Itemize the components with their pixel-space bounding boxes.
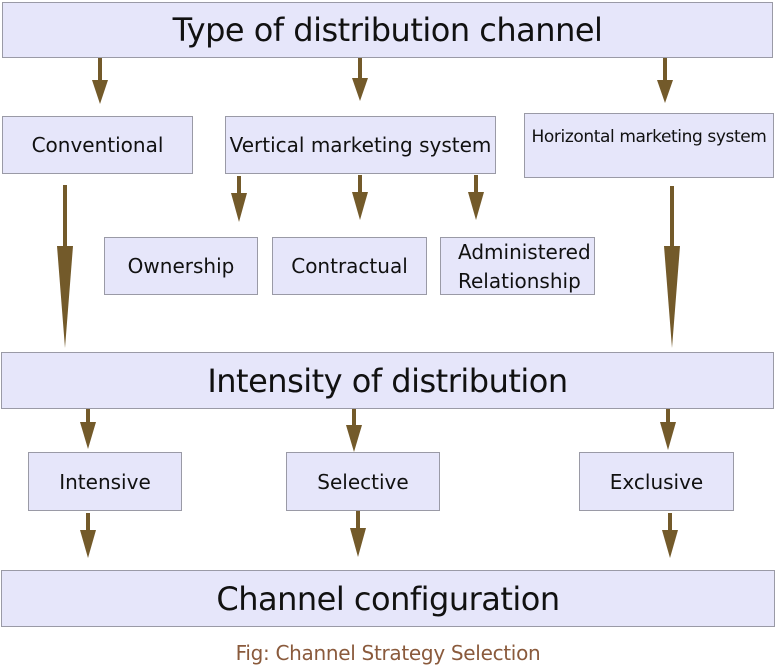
- arrow-to-vertical: [352, 56, 368, 101]
- arrow-head-icon: [57, 246, 73, 348]
- type-of-distribution-channel-box: Type of distribution channel: [2, 2, 773, 58]
- horizontal-marketing-system-box: Horizontal marketing system: [524, 113, 774, 178]
- arrow-shaft: [358, 56, 362, 79]
- ownership-label: Ownership: [127, 254, 235, 278]
- arrow-head-icon: [80, 530, 96, 558]
- arrow-to-ownership: [231, 176, 247, 222]
- arrow-to-intensive: [80, 405, 96, 449]
- arrow-head-icon: [346, 425, 362, 452]
- arrow-exclusive-to-configuration: [662, 513, 678, 558]
- arrow-intensive-to-configuration: [80, 513, 96, 558]
- arrow-shaft: [352, 408, 356, 426]
- arrow-head-icon: [662, 530, 678, 558]
- arrow-shaft: [358, 175, 362, 193]
- arrow-horizontal-to-intensity: [664, 186, 680, 348]
- type-of-distribution-channel-label: Type of distribution channel: [172, 11, 603, 49]
- administered-label: Administered: [458, 240, 591, 264]
- exclusive-box: Exclusive: [579, 452, 734, 511]
- arrow-selective-to-configuration: [350, 511, 366, 557]
- arrow-to-selective: [346, 408, 362, 452]
- relationship-label: Relationship: [458, 269, 581, 293]
- conventional-box: Conventional: [2, 116, 193, 174]
- arrow-to-conventional: [92, 58, 108, 104]
- arrow-shaft: [663, 58, 667, 81]
- arrow-shaft: [474, 175, 478, 193]
- arrow-head-icon: [664, 246, 680, 348]
- arrow-head-icon: [350, 528, 366, 557]
- arrow-head-icon: [660, 422, 676, 450]
- contractual-box: Contractual: [272, 237, 427, 295]
- channel-configuration-box: Channel configuration: [1, 570, 775, 627]
- arrow-shaft: [237, 176, 241, 194]
- arrow-shaft: [86, 405, 90, 423]
- ownership-box: Ownership: [104, 237, 258, 295]
- arrow-head-icon: [80, 422, 96, 449]
- arrow-head-icon: [352, 78, 368, 101]
- exclusive-label: Exclusive: [609, 469, 704, 494]
- intensity-of-distribution-label: Intensity of distribution: [207, 361, 568, 400]
- arrow-shaft: [98, 58, 102, 81]
- conventional-label: Conventional: [31, 133, 164, 157]
- vertical-marketing-system-box: Vertical marketing system: [225, 116, 496, 174]
- arrow-conventional-to-intensity: [57, 185, 73, 348]
- horizontal-marketing-system-label: Horizontal marketing system: [531, 127, 767, 147]
- arrow-shaft: [356, 511, 360, 529]
- arrow-shaft: [670, 186, 674, 247]
- arrow-head-icon: [92, 80, 108, 104]
- intensity-of-distribution-box: Intensity of distribution: [1, 352, 774, 409]
- arrow-shaft: [668, 513, 672, 531]
- arrow-head-icon: [352, 192, 368, 220]
- intensive-label: Intensive: [59, 469, 151, 494]
- arrow-head-icon: [657, 80, 673, 103]
- arrow-shaft: [86, 513, 90, 531]
- arrow-head-icon: [231, 193, 247, 222]
- contractual-label: Contractual: [291, 254, 408, 278]
- intensive-box: Intensive: [28, 452, 182, 511]
- arrow-to-contractual: [352, 175, 368, 220]
- arrow-to-horizontal: [657, 58, 673, 103]
- arrow-to-exclusive: [660, 406, 676, 450]
- arrow-shaft: [666, 406, 670, 423]
- arrow-head-icon: [468, 192, 484, 220]
- selective-label: Selective: [317, 469, 409, 494]
- figure-caption: Fig: Channel Strategy Selection: [235, 641, 541, 665]
- administered-relationship-box: Administered Relationship: [440, 237, 595, 295]
- vertical-marketing-system-label: Vertical marketing system: [229, 133, 492, 157]
- arrow-shaft: [63, 185, 67, 247]
- channel-configuration-label: Channel configuration: [216, 579, 560, 618]
- arrow-to-administered: [468, 175, 484, 220]
- selective-box: Selective: [286, 452, 440, 511]
